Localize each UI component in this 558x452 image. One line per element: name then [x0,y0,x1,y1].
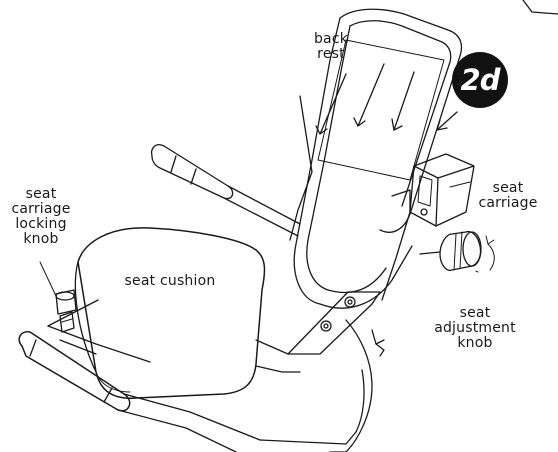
frame-corner [522,0,558,15]
locking-knob [55,289,77,333]
front-handlebar [18,319,373,452]
seat-frame [47,299,301,373]
label-seat-carriage: seat carriage [478,180,538,211]
back-rest-arrows [315,63,458,135]
step-badge: 2d [452,52,508,108]
leader-lines [39,181,479,297]
label-seat-carriage-locking-knob: seat carriage locking knob [11,186,71,247]
label-seat-cushion: seat cushion [124,273,216,289]
label-seat-adjustment-knob: seat adjustment knob [434,305,516,351]
label-back-rest: back rest [313,31,349,62]
seat-cushion-shape [74,227,266,399]
seat-adjustment-knob [419,230,495,271]
rear-handlebar [150,144,301,237]
seat-carriage-block [381,153,475,301]
mounting-bracket [287,291,385,357]
back-rest-pad [317,39,445,181]
back-rest-frame [289,8,463,309]
